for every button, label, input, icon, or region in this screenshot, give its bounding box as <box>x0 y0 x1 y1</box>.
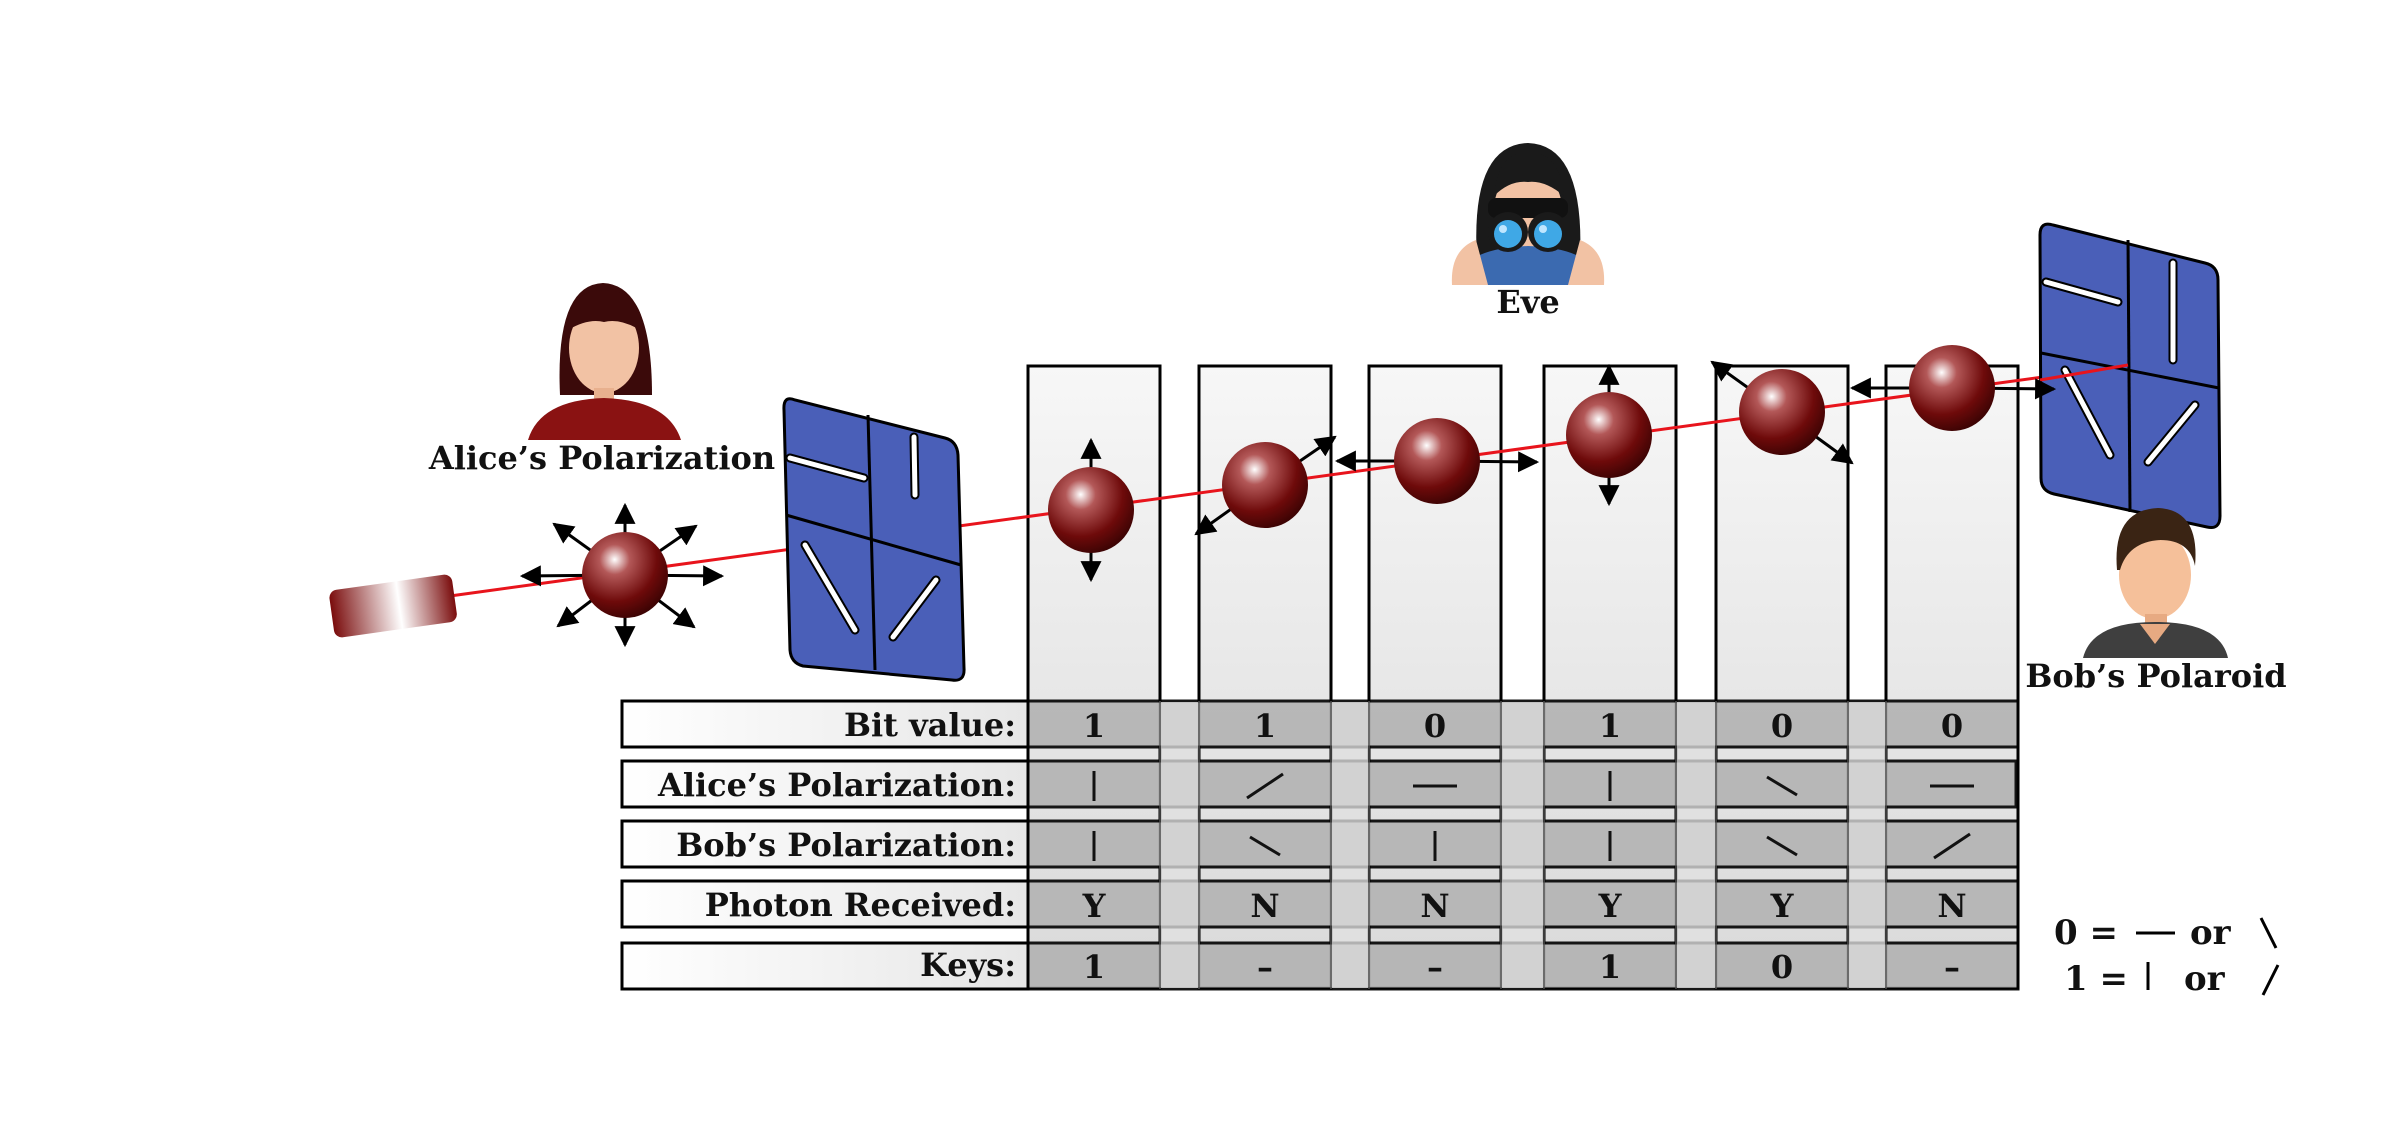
bob-polaroid-icon <box>2038 222 2222 529</box>
key-cell: – <box>1944 948 1960 986</box>
photon-received-cell: N <box>1937 887 1966 925</box>
photon-received-cell: Y <box>1770 887 1795 925</box>
diagonal-polarization-glyph <box>1933 832 1971 860</box>
polarized-photons <box>1048 345 2057 583</box>
row-label-bg <box>620 879 1030 929</box>
key-cell: 0 <box>1771 948 1793 986</box>
antidiagonal-polarization-glyph <box>1766 775 1798 797</box>
row-labels: Bit value: Alice’s Polarization: Bob’s P… <box>657 706 1016 984</box>
row-label-photon-received: Photon Received: <box>705 886 1016 924</box>
key-cell: – <box>1257 948 1273 986</box>
unpolarized-photon-icon <box>519 502 725 648</box>
table-rows <box>620 699 2020 991</box>
row-label-alice-polarization: Alice’s Polarization: <box>657 766 1016 804</box>
bit-value-cell: 0 <box>1941 707 1963 745</box>
photon-received-cell: N <box>1250 887 1279 925</box>
row-label-bg <box>620 941 1030 991</box>
legend-diagonal-glyph <box>2261 964 2280 996</box>
bob-polarization-cells <box>1092 831 1971 861</box>
photon-received-cell: Y <box>1598 887 1623 925</box>
photon-received-cell: N <box>1420 887 1449 925</box>
bit-value-cells: 1 1 0 1 0 0 <box>1083 707 1963 745</box>
legend-zero-or: or <box>2190 913 2232 953</box>
row-label-keys: Keys: <box>920 946 1016 984</box>
bit-value-cell: 1 <box>1254 707 1276 745</box>
key-cell: 1 <box>1599 948 1621 986</box>
photon-horizontal-icon <box>1334 418 1540 504</box>
bit-value-cell: 1 <box>1599 707 1621 745</box>
eve-avatar <box>1451 143 1605 285</box>
photon-horizontal-icon <box>1849 345 2057 431</box>
row-label-bit-value: Bit value: <box>844 706 1016 744</box>
key-cell: – <box>1427 948 1443 986</box>
photon-antidiagonal-icon <box>1710 360 1854 465</box>
bob-avatar <box>2083 508 2228 658</box>
photon-received-cell: Y <box>1082 887 1107 925</box>
key-cells: 1 – – 1 0 – <box>1083 948 1960 986</box>
eve-label: Eve <box>1496 283 1559 321</box>
row-label-bg <box>620 699 1030 749</box>
row-label-bg <box>620 819 1030 869</box>
legend-one-or: or <box>2184 959 2226 999</box>
antidiagonal-polarization-glyph <box>1766 835 1798 857</box>
legend-antidiagonal-glyph <box>2259 917 2278 949</box>
alice-label: Alice’s Polarization <box>428 439 775 477</box>
photon-vertical-icon <box>1048 437 1134 583</box>
alice-avatar <box>528 283 681 440</box>
bit-value-cell: 1 <box>1083 707 1105 745</box>
legend-zero-label: 0 = <box>2054 913 2118 953</box>
diagonal-polarization-glyph <box>1246 772 1284 800</box>
laser-source-icon <box>329 574 457 638</box>
alice-polarization-cells <box>1092 771 1974 801</box>
row-label-bob-polarization: Bob’s Polarization: <box>676 826 1016 864</box>
bit-value-cell: 0 <box>1771 707 1793 745</box>
photon-received-cells: Y N N Y Y N <box>1082 887 1967 925</box>
photon-vertical-icon <box>1566 363 1652 507</box>
row-label-bg <box>620 759 1030 809</box>
bit-encoding-legend: 0 = or 1 = or <box>2054 913 2280 999</box>
alice-polarizer-icon <box>782 397 966 682</box>
bit-value-cell: 0 <box>1424 707 1446 745</box>
key-cell: 1 <box>1083 948 1105 986</box>
legend-one-label: 1 = <box>2064 959 2128 999</box>
bob-label: Bob’s Polaroid <box>2025 657 2286 695</box>
antidiagonal-polarization-glyph <box>1249 835 1281 857</box>
photon-diagonal-icon <box>1194 435 1337 536</box>
